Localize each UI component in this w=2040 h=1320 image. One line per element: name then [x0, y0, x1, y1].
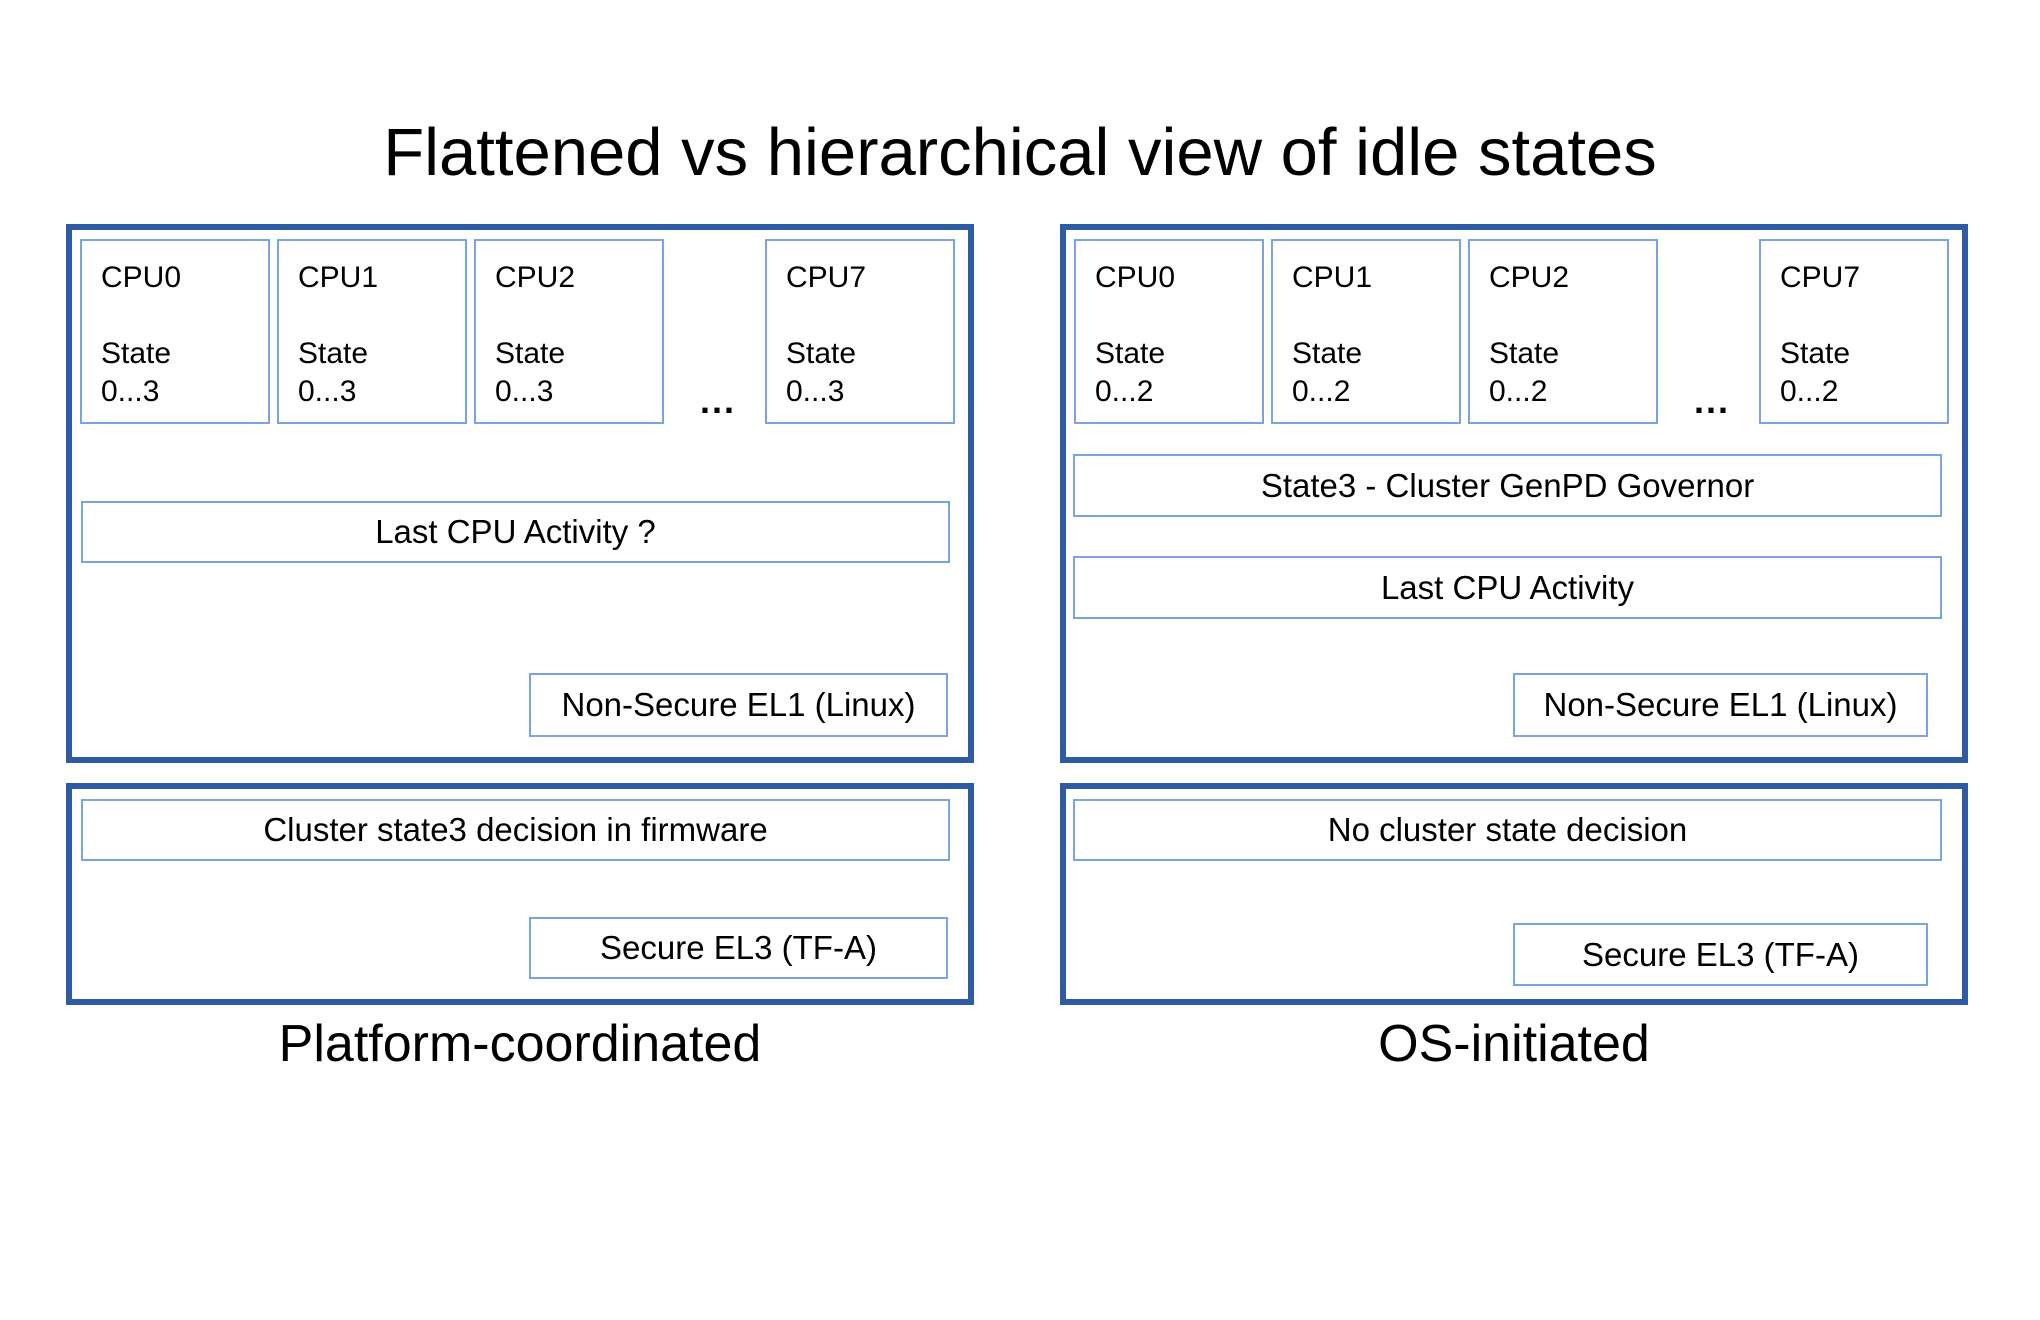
- last-cpu-activity-box: Last CPU Activity ?: [81, 501, 950, 563]
- cpu-box: CPU2 State 0...3: [474, 239, 664, 424]
- cpu-state-label: State: [786, 337, 857, 370]
- cpu-state-range: 0...3: [298, 374, 357, 408]
- slide-title: Flattened vs hierarchical view of idle s…: [383, 115, 1657, 190]
- cpu-state: State 0...2: [1489, 335, 1646, 410]
- cpu-state-label: State: [298, 337, 369, 370]
- non-secure-el1-box: Non-Secure EL1 (Linux): [529, 673, 948, 737]
- cpu-box: CPU7 State 0...2: [1759, 239, 1949, 424]
- cpu-state: State 0...3: [298, 335, 455, 410]
- caption-os-initiated: OS-initiated: [1378, 1015, 1650, 1073]
- last-cpu-activity-box: Last CPU Activity: [1073, 556, 1942, 619]
- osi-secure-panel: No cluster state decision Secure EL3 (TF…: [1060, 783, 1968, 1005]
- cpu-box: CPU0 State 0...3: [80, 239, 270, 424]
- cpu-state: State 0...3: [101, 335, 258, 410]
- cluster-decision-box: Cluster state3 decision in firmware: [81, 799, 950, 861]
- cpu-label: CPU2: [495, 261, 576, 294]
- cpu-state-range: 0...2: [1095, 374, 1154, 408]
- cpu-state: State 0...2: [1780, 335, 1937, 410]
- cpu-label: CPU7: [1780, 261, 1861, 294]
- cluster-genpd-governor-box: State3 - Cluster GenPD Governor: [1073, 454, 1942, 517]
- cpu-state: State 0...2: [1292, 335, 1449, 410]
- cpu-state: State 0...3: [495, 335, 652, 410]
- cpu-box: CPU1 State 0...3: [277, 239, 467, 424]
- cpu-state-label: State: [1095, 337, 1166, 370]
- platform-nonsecure-panel: CPU0 State 0...3 CPU1 State 0...3 CPU2 Sta…: [66, 224, 974, 763]
- secure-el3-box: Secure EL3 (TF-A): [529, 917, 948, 979]
- cpu-state-range: 0...3: [786, 374, 845, 408]
- cpu-state: State 0...2: [1095, 335, 1252, 410]
- cpu-label: CPU1: [298, 261, 379, 294]
- caption-platform-coordinated: Platform-coordinated: [278, 1015, 762, 1073]
- no-cluster-decision-box: No cluster state decision: [1073, 799, 1942, 861]
- cpu-state-label: State: [1489, 337, 1560, 370]
- cpu-box: CPU7 State 0...3: [765, 239, 955, 424]
- cpu-state-range: 0...3: [495, 374, 554, 408]
- cpu-label: CPU1: [1292, 261, 1373, 294]
- cpu-state-range: 0...3: [101, 374, 160, 408]
- cpu-box: CPU0 State 0...2: [1074, 239, 1264, 424]
- cpu-state-label: State: [1780, 337, 1851, 370]
- cpu-state-label: State: [101, 337, 172, 370]
- osi-nonsecure-panel: CPU0 State 0...2 CPU1 State 0...2 CPU2 Sta…: [1060, 224, 1968, 763]
- cpu-box: CPU2 State 0...2: [1468, 239, 1658, 424]
- cpu-state-range: 0...2: [1489, 374, 1548, 408]
- cpu-state-label: State: [1292, 337, 1363, 370]
- cpu-label: CPU2: [1489, 261, 1570, 294]
- cpu-label: CPU0: [101, 261, 182, 294]
- cpu-state-range: 0...2: [1780, 374, 1839, 408]
- cpu-state: State 0...3: [786, 335, 943, 410]
- ellipsis: ...: [699, 380, 736, 421]
- platform-secure-panel: Cluster state3 decision in firmware Secu…: [66, 783, 974, 1005]
- cpu-state-label: State: [495, 337, 566, 370]
- secure-el3-box: Secure EL3 (TF-A): [1513, 923, 1928, 986]
- cpu-label: CPU0: [1095, 261, 1176, 294]
- non-secure-el1-box: Non-Secure EL1 (Linux): [1513, 673, 1928, 737]
- ellipsis: ...: [1693, 380, 1730, 421]
- cpu-label: CPU7: [786, 261, 867, 294]
- cpu-state-range: 0...2: [1292, 374, 1351, 408]
- cpu-box: CPU1 State 0...2: [1271, 239, 1461, 424]
